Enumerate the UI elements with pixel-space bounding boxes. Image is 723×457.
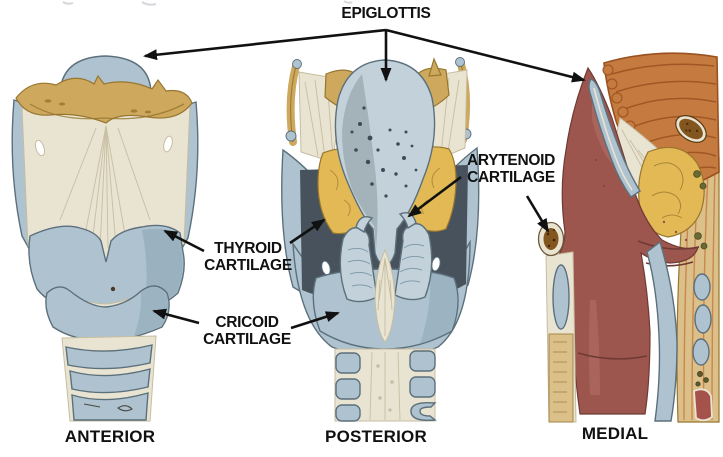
tracheal-ring-3 [71, 392, 149, 421]
cricoid-arrow-left [152, 308, 200, 325]
superior-cornu-left [285, 59, 302, 146]
cricoid-cartilage-label: CRICOID CARTILAGE [203, 314, 291, 349]
interarytenoid-ridge [374, 248, 396, 343]
ring-stub-left-1 [335, 352, 361, 374]
cricoid-cartilage-shape [45, 285, 170, 342]
arytenoid-arrow-right [525, 195, 550, 233]
trachea-posterior [334, 348, 437, 422]
ring-stub-right-3 [410, 402, 437, 422]
thyroid-arrow-right [289, 218, 326, 245]
thyroid-arrow-left [163, 229, 205, 253]
arytenoid-arrows [407, 175, 550, 233]
tracheal-ring-cross-sections [692, 273, 713, 422]
cricoid-arrows [152, 308, 340, 330]
tracheal-ring-sketch [83, 403, 133, 412]
anterior-wall-strip [545, 251, 577, 423]
epiglottis-arrow-left [143, 28, 387, 61]
tracheal-ring-1 [65, 344, 153, 370]
cricoid-arch-cross-section [552, 264, 570, 330]
membrane-striations [59, 125, 151, 249]
epiglottis-arrow-right [385, 28, 586, 83]
olive-tissue-bits [693, 170, 708, 250]
posterior-wall-cartilage-band [646, 240, 678, 422]
esophagus-cross-section [693, 388, 713, 422]
thyroid-cartilage-label: THYROID CARTILAGE [204, 240, 292, 275]
membrane-foramen-left [34, 139, 46, 157]
cropped-text-artifact [62, 0, 353, 6]
thyroid-arrows [163, 218, 326, 253]
medial-view-illustration [537, 52, 720, 423]
hyoid-horn-right [428, 57, 442, 77]
posterior-view-illustration [281, 57, 480, 422]
hyoid-bone-cross-section [675, 115, 707, 143]
arytenoid-arrow-left [407, 175, 462, 218]
ring-stub-right-2 [409, 376, 436, 398]
anterior-view-caption: ANTERIOR [64, 427, 156, 446]
hyoid-bone-texture [29, 99, 185, 120]
anterior-view-illustration [11, 55, 199, 422]
posterior-view-caption: POSTERIOR [325, 427, 427, 446]
cricothyroid-dot [110, 286, 116, 292]
anterior-strip-tan [548, 333, 574, 423]
cricoid-shading [134, 286, 169, 336]
epiglottis-posterior-shading [342, 74, 378, 250]
medial-view-caption: MEDIAL [581, 424, 649, 443]
membrane-foramen-right [163, 135, 173, 153]
epiglottis-label: EPIGLOTTIS [341, 5, 431, 22]
mucosa-highlight [589, 96, 612, 395]
ring-stub-right-1 [409, 350, 436, 372]
arytenoid-cross-section [537, 221, 565, 257]
ring-stub-left-3 [335, 404, 361, 422]
cricoid-lamina-shading [420, 272, 458, 344]
epiglottis-speckles [350, 106, 418, 198]
cricoid-arrow-right [290, 311, 340, 330]
epiglottis-arrows [143, 28, 586, 83]
tracheal-ring-2 [69, 368, 151, 394]
epiglottis-medial-shape [588, 78, 641, 198]
arytenoid-cartilage-label: ARYTENOID CARTILAGE [466, 152, 555, 187]
arytenoid-cartilage-left-shape [339, 215, 378, 303]
ring-stub-left-2 [335, 378, 361, 400]
